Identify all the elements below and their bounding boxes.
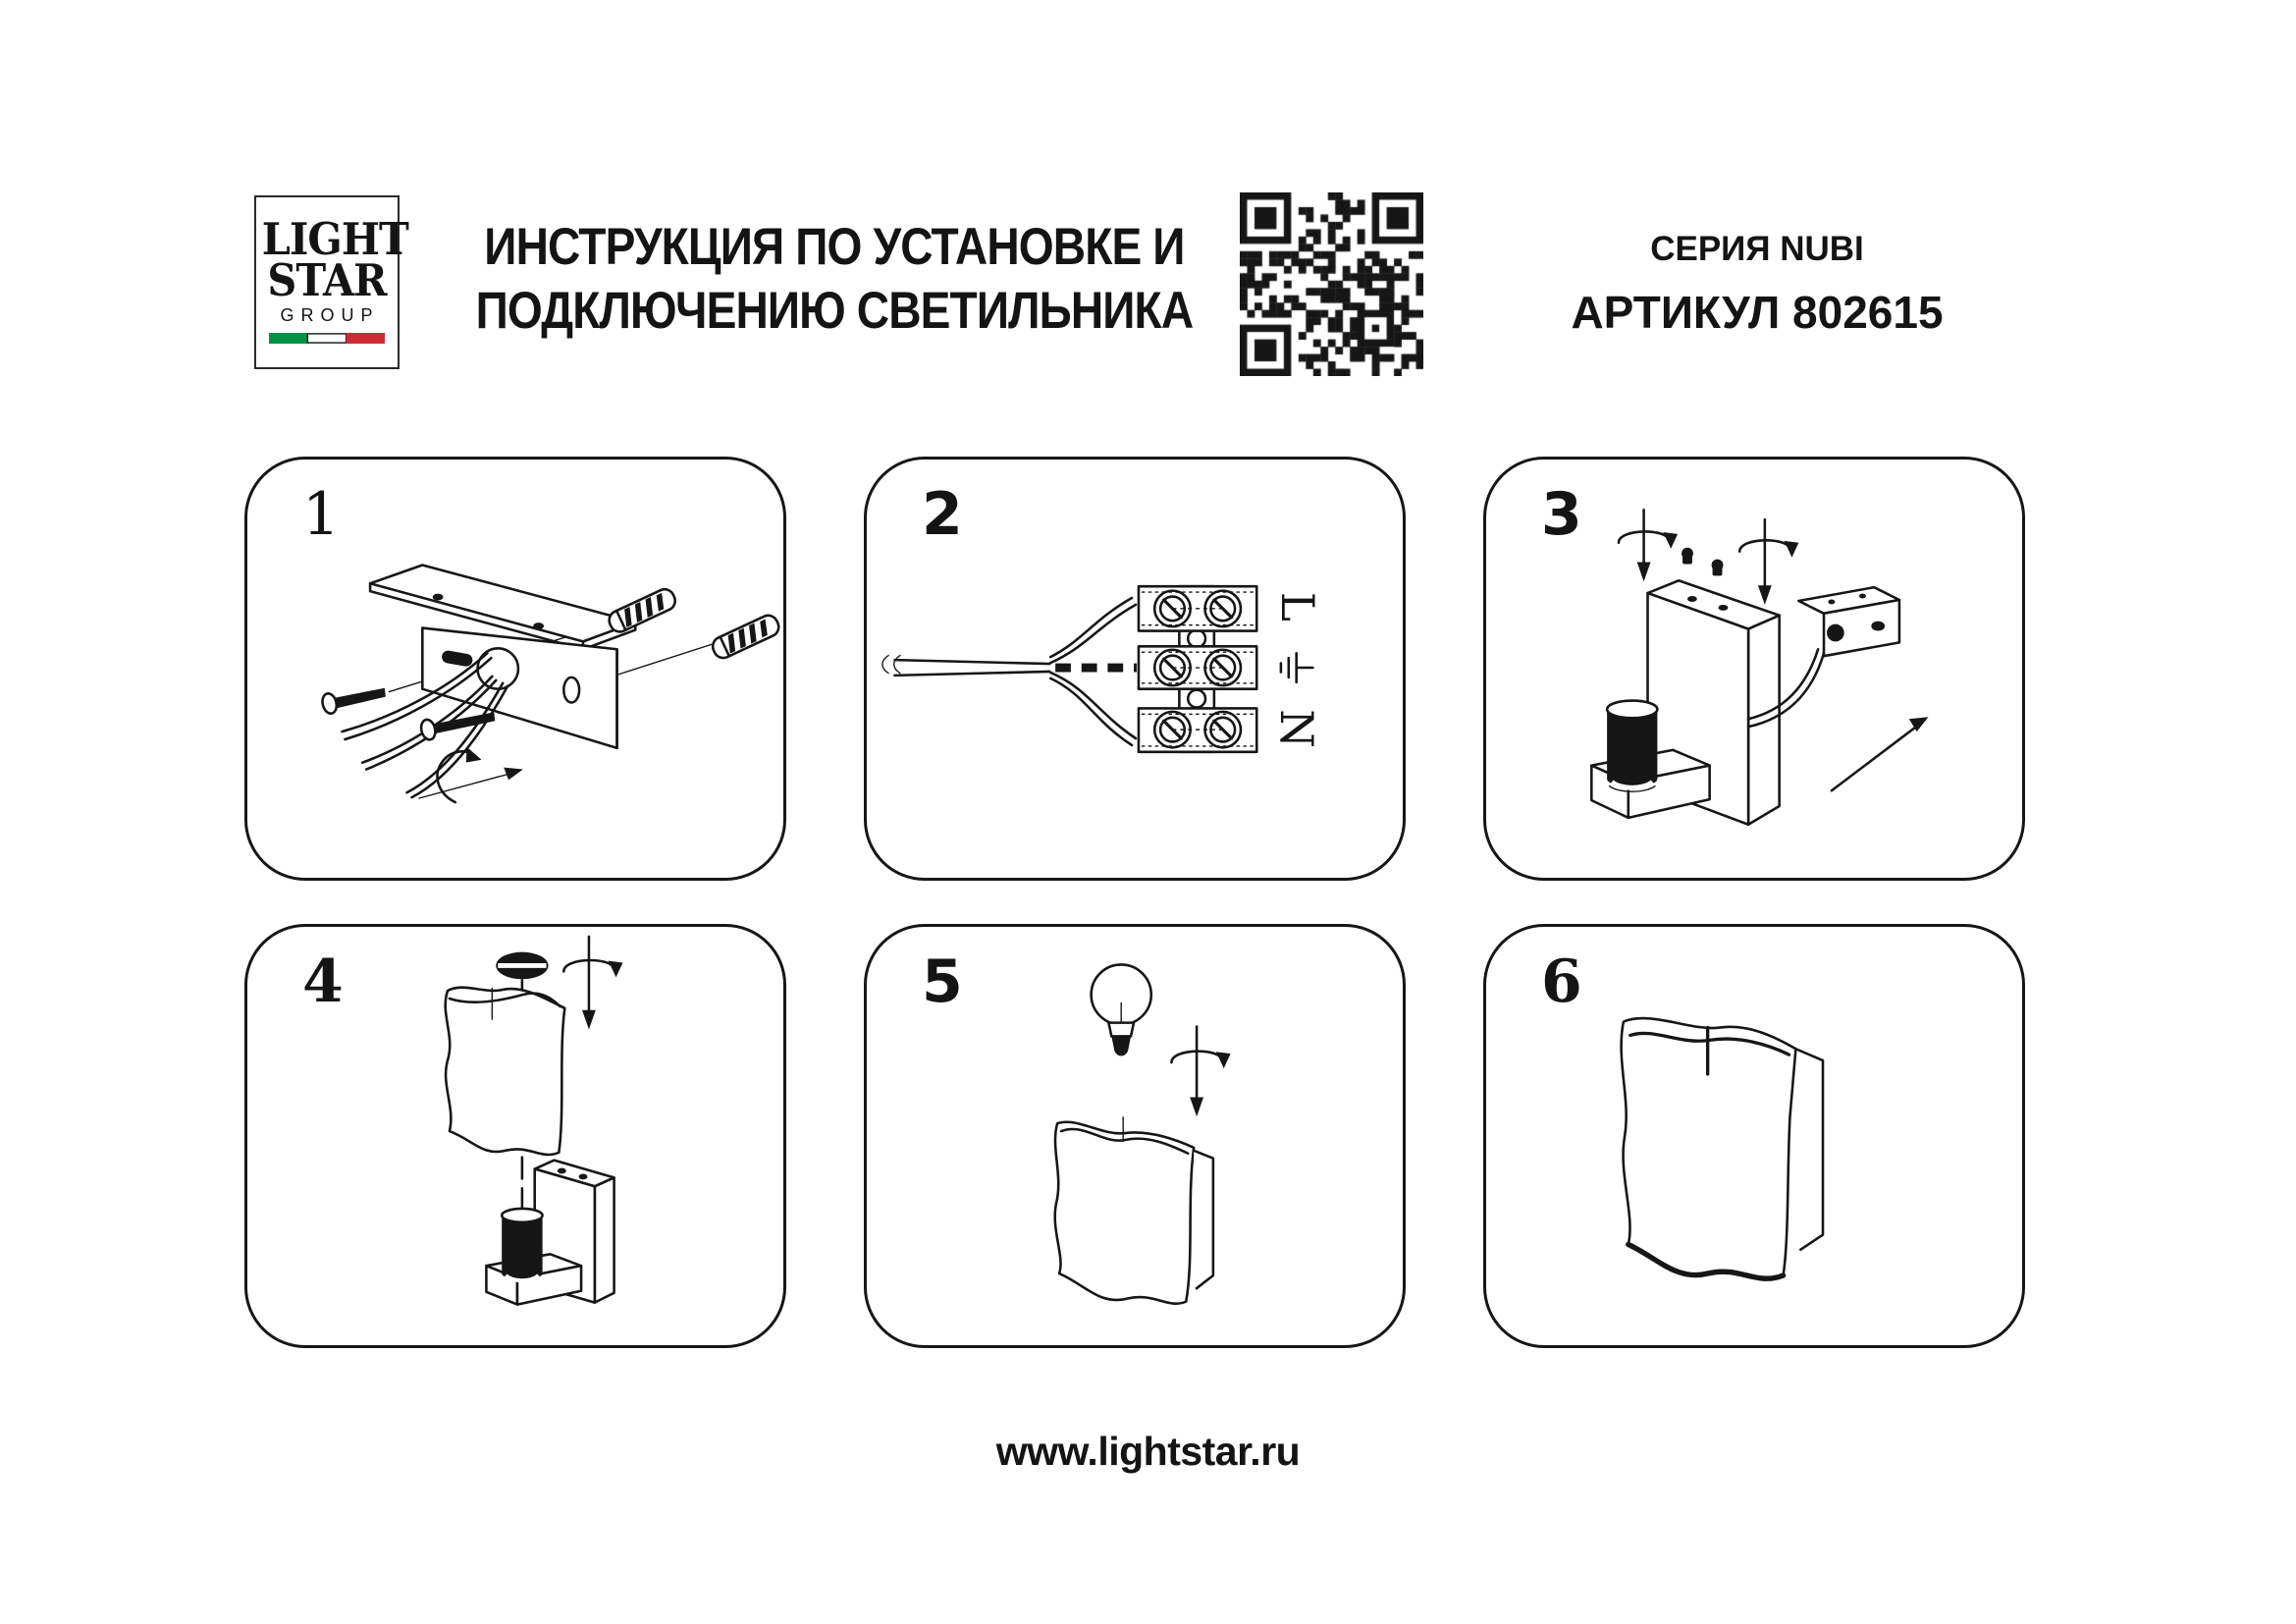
arrowhead <box>582 1009 596 1030</box>
cable-break-mark <box>881 654 901 675</box>
shade-back-flap <box>1794 1048 1825 1252</box>
arrowhead <box>1908 717 1929 732</box>
lamp-socket <box>1607 709 1658 786</box>
shade-rim-inner <box>1629 1031 1791 1056</box>
screw-hole <box>557 1167 566 1174</box>
step-number: 1 <box>302 480 341 549</box>
logo-word-group: GROUP <box>280 305 380 325</box>
step-2-illustration: L N <box>881 584 1323 754</box>
bulb-collar <box>1107 1021 1136 1038</box>
neutral-label: N <box>1270 709 1322 748</box>
arrowhead <box>1215 1052 1231 1068</box>
wire-to-N <box>1048 671 1138 747</box>
arrowhead <box>1190 1097 1204 1117</box>
qr-code <box>1240 192 1423 376</box>
lightstar-logo: LIGHT STAR GROUP <box>254 195 409 369</box>
step-3-illustration <box>1590 508 1929 827</box>
wire <box>405 681 509 799</box>
backplate-side <box>593 1176 615 1304</box>
arrowhead <box>1757 585 1772 605</box>
earth-ground-icon <box>1279 651 1314 684</box>
screw-hole <box>578 1173 588 1180</box>
step-number: 4 <box>302 947 344 1016</box>
step-3-panel: 3 <box>1483 457 2025 881</box>
title-line-1: ИНСТРУКЦИЯ ПО УСТАНОВКЕ И <box>484 218 1185 276</box>
screw-shaft <box>434 712 496 734</box>
step-4-panel: 4 <box>244 924 786 1348</box>
wire <box>341 651 493 741</box>
website-url: www.lightstar.ru <box>995 1429 1301 1474</box>
page-title: ИНСТРУКЦИЯ ПО УСТАНОВКЕ И ПОДКЛЮЧЕНИЮ СВ… <box>422 215 1247 343</box>
bracket-hole <box>1871 621 1886 631</box>
wall-anchor <box>711 614 780 660</box>
screw-head <box>419 718 437 741</box>
plate-hole <box>432 593 444 601</box>
arrowhead <box>504 767 523 781</box>
screw-hole <box>1718 604 1729 611</box>
step-2-panel: 2 <box>864 457 1406 881</box>
series-label: СЕРИЯ NUBI <box>1650 230 1864 268</box>
lamp-socket <box>502 1215 543 1279</box>
logo-word-light: LIGHT <box>261 213 409 265</box>
wire-to-L <box>1048 596 1138 665</box>
step-1-panel: 1 <box>244 457 786 881</box>
italy-flag-icon <box>269 333 385 344</box>
cable-hole <box>476 647 520 690</box>
line-label: L <box>1271 592 1323 622</box>
step-5-panel: 5 <box>864 924 1406 1348</box>
lampshade <box>1053 1120 1196 1305</box>
arrowhead <box>608 960 623 978</box>
bulb-base <box>1111 1036 1132 1056</box>
step-number: 6 <box>1541 947 1582 1016</box>
step-number: 2 <box>922 480 963 549</box>
oval-hole <box>562 676 581 704</box>
direction-arrow-line <box>1830 723 1920 792</box>
wire-entry <box>1826 623 1844 642</box>
screw-head <box>321 692 339 715</box>
product-info: СЕРИЯ NUBI АРТИКУЛ 802615 <box>1507 230 2007 339</box>
plate-hole <box>533 623 545 630</box>
arrowhead <box>1784 540 1799 558</box>
backplate-side <box>1746 614 1781 827</box>
step-6-illustration <box>1620 1016 1825 1281</box>
article-label: АРТИКУЛ 802615 <box>1571 287 1944 338</box>
step-1-illustration <box>321 564 780 804</box>
arrowhead <box>1663 531 1679 549</box>
screw-hole <box>1686 596 1697 602</box>
wall-anchor <box>608 587 676 633</box>
shade-rim-inner <box>448 992 561 1008</box>
screw-shaft <box>335 687 386 709</box>
step-number: 3 <box>1541 480 1582 549</box>
plate-hole <box>1186 688 1207 709</box>
qr-code-container <box>1240 192 1423 376</box>
rotation-arrow-line <box>418 772 512 799</box>
shade-bottom-edge <box>1626 1241 1787 1281</box>
bracket-front <box>1822 598 1901 658</box>
slot-hole <box>442 650 473 667</box>
arrowhead <box>1636 562 1651 582</box>
mains-cable <box>893 658 1051 677</box>
title-line-2: ПОДКЛЮЧЕНИЮ СВЕТИЛЬНИКА <box>475 282 1195 340</box>
step-4-illustration <box>444 935 623 1306</box>
step-5-illustration <box>1053 963 1231 1305</box>
lampshade <box>444 986 566 1157</box>
rotation-arc <box>436 750 476 804</box>
logo-word-star: STAR <box>267 254 387 306</box>
plate-hole <box>1186 628 1207 649</box>
step-6-panel: 6 <box>1483 924 2025 1348</box>
terminal-screws <box>1152 589 1243 749</box>
step-number: 5 <box>922 947 963 1016</box>
wire <box>1746 647 1826 729</box>
shade-rim-inner <box>1059 1127 1190 1156</box>
arrowhead <box>465 746 482 763</box>
shade-back-flap <box>1193 1149 1215 1290</box>
